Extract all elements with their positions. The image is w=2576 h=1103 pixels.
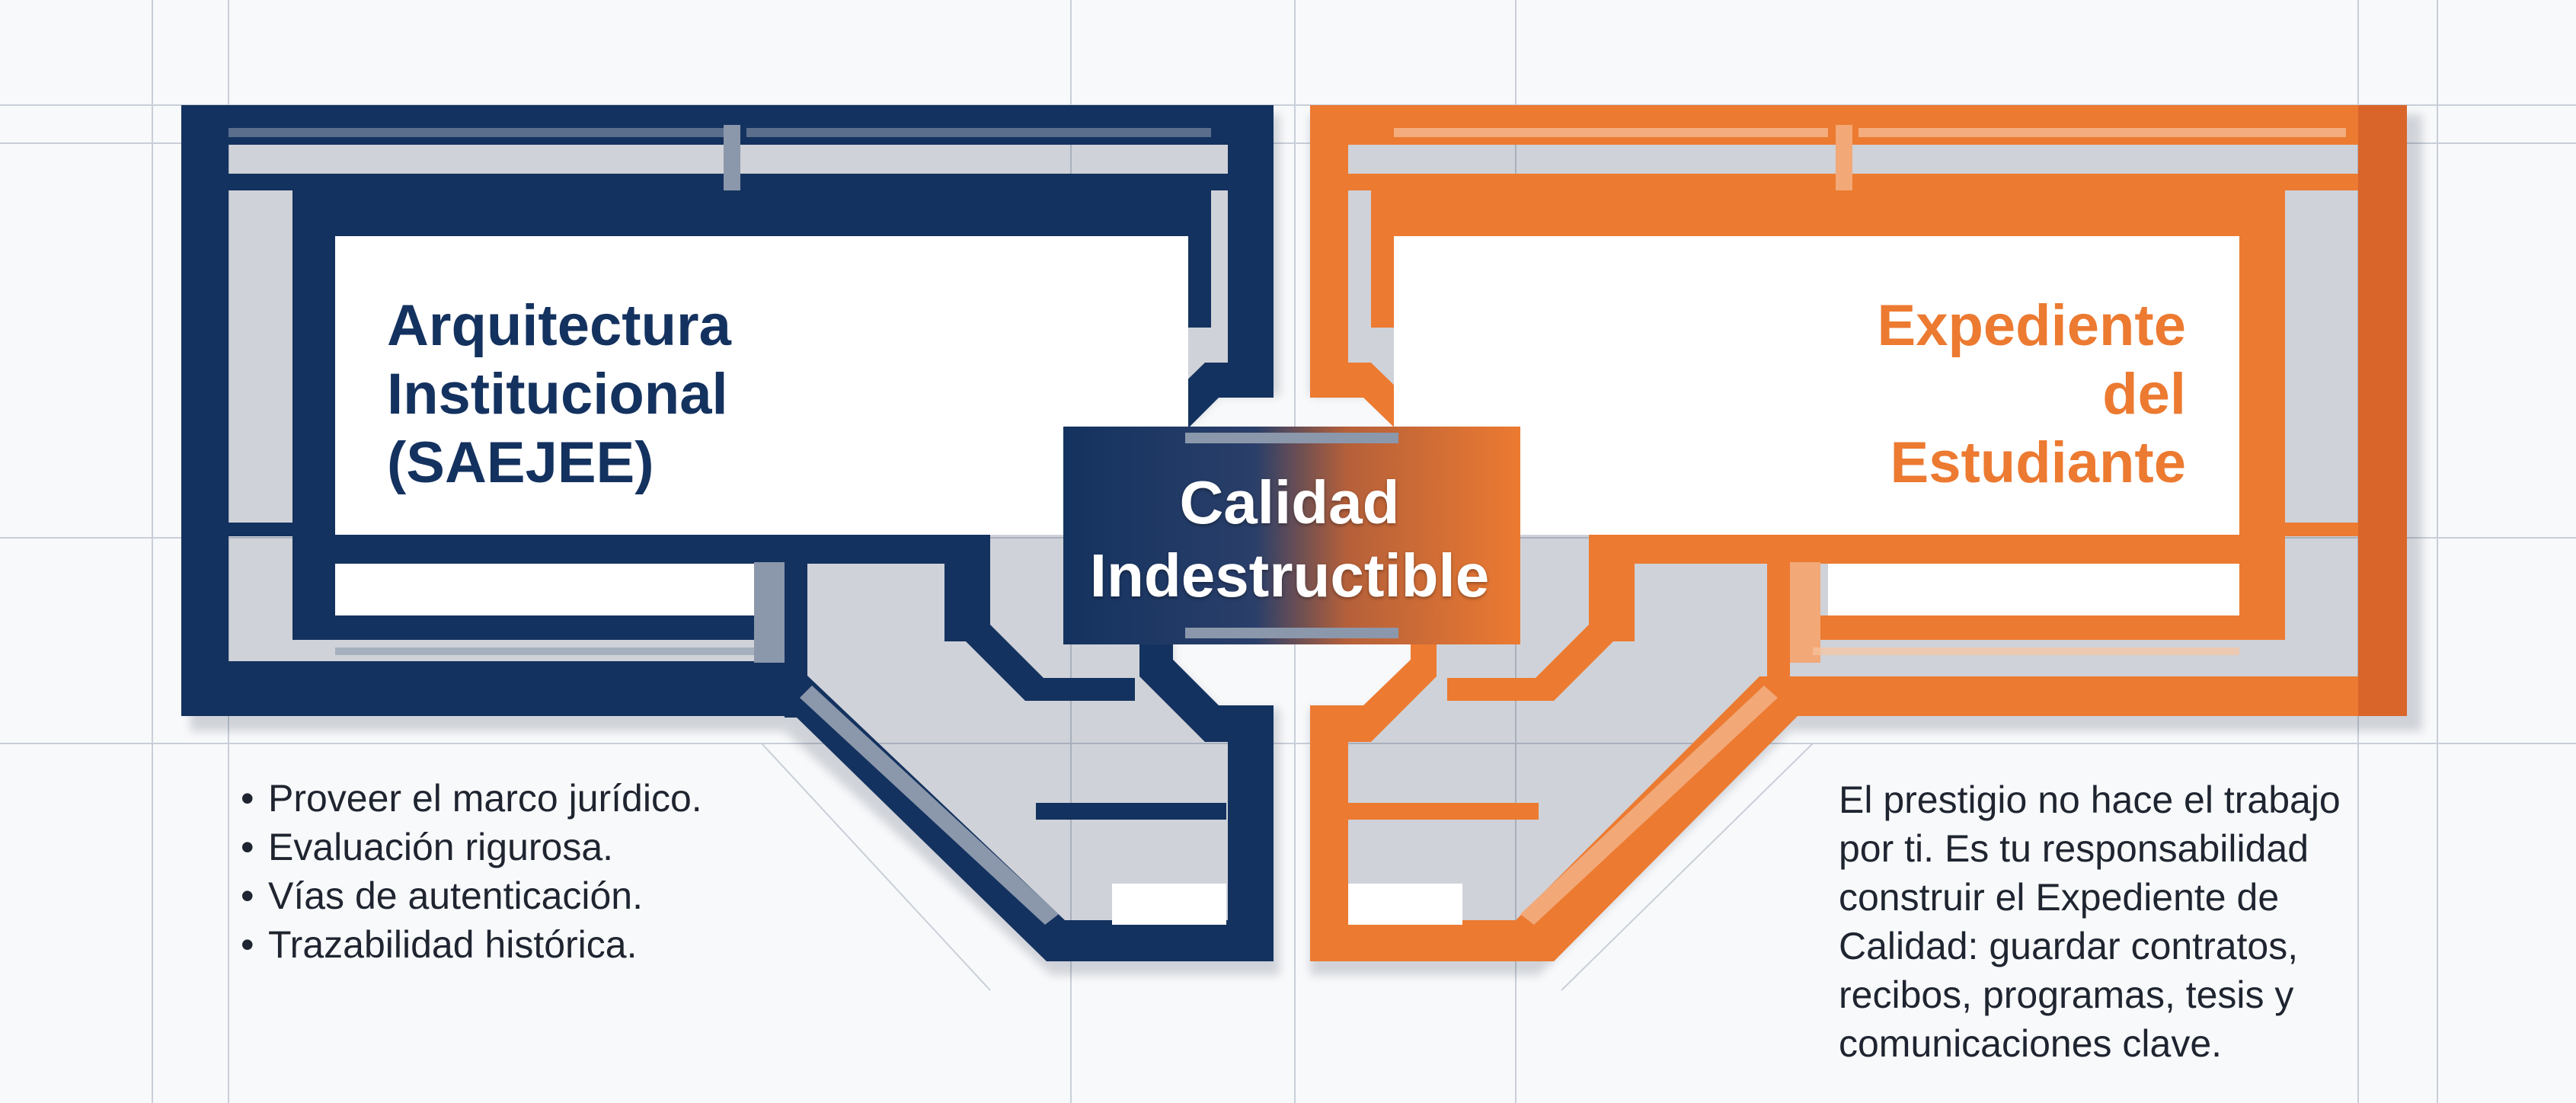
student-title-line: del: [2102, 362, 2186, 427]
student-title-panel: [1394, 236, 2239, 535]
institutional-title-line: Institucional: [387, 362, 728, 427]
quality-title-line: Calidad: [1179, 468, 1400, 536]
student-title: Expediente del Estudiante: [1699, 292, 2186, 497]
institutional-title-panel: [335, 236, 1188, 535]
list-item: Trazabilidad histórica.: [241, 920, 850, 969]
institutional-title-line: (SAEJEE): [387, 430, 654, 495]
note-line: recibos, programas, tesis y: [1839, 974, 2294, 1016]
note-line: El prestigio no hace el trabajo: [1839, 778, 2341, 821]
note-line: por ti. Es tu responsabilidad: [1839, 827, 2309, 870]
list-item: Proveer el marco jurídico.: [241, 774, 850, 823]
quality-title: Calidad Indestructible: [1050, 466, 1529, 612]
institutional-duties-list: Proveer el marco jurídico. Evaluación ri…: [241, 774, 850, 969]
note-line: Calidad: guardar contratos,: [1839, 925, 2299, 967]
student-title-line: Estudiante: [1890, 430, 2187, 495]
institutional-title: Arquitectura Institucional (SAEJEE): [387, 292, 874, 497]
institutional-frame: [181, 105, 1274, 961]
student-title-line: Expediente: [1877, 293, 2186, 358]
list-item: Vías de autenticación.: [241, 871, 850, 920]
student-responsibility-note: El prestigio no hace el trabajo por ti. …: [1839, 775, 2418, 1068]
note-line: comunicaciones clave.: [1839, 1022, 2223, 1065]
quality-core: [1063, 427, 1520, 644]
note-line: construir el Expediente de: [1839, 876, 2280, 919]
student-frame: [1310, 105, 2407, 961]
institutional-title-line: Arquitectura: [387, 293, 731, 358]
quality-title-line: Indestructible: [1089, 542, 1490, 609]
list-item: Evaluación rigurosa.: [241, 823, 850, 871]
